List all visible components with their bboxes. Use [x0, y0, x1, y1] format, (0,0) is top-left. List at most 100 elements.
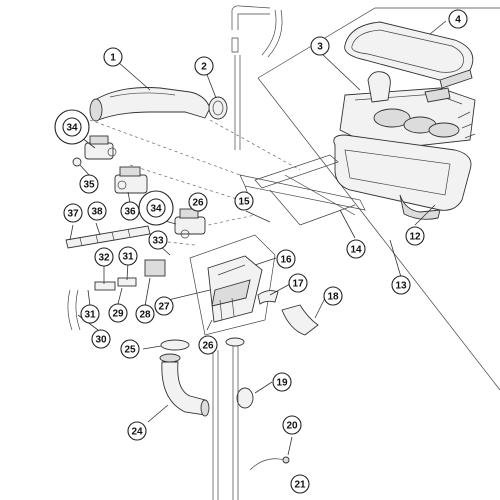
callout-bubble	[87, 201, 107, 221]
callout-number: 18	[327, 292, 339, 303]
callout-2: 2	[194, 56, 214, 76]
callout-number: 33	[152, 236, 164, 247]
callout-number: 25	[124, 345, 136, 356]
valve-part-36	[114, 166, 148, 194]
callout-36: 36	[120, 201, 140, 221]
callout-bubble	[323, 286, 343, 306]
callout-number: 14	[350, 245, 362, 256]
callout-16: 16	[276, 249, 296, 269]
callout-number: 15	[238, 197, 250, 208]
callout-19: 19	[272, 372, 292, 392]
callout-number: 37	[67, 209, 79, 220]
elbow-hose-part-24	[159, 353, 210, 417]
callout-37: 37	[63, 203, 83, 223]
callout-number: 26	[192, 198, 204, 209]
callout-bubble	[91, 329, 111, 349]
callout-bubble	[310, 36, 330, 56]
pipe-part-37-38	[65, 225, 151, 249]
callout-bubble	[276, 249, 296, 269]
callout-30: 30	[91, 329, 111, 349]
leader-lines	[69, 20, 447, 456]
callout-bubble	[198, 335, 218, 355]
callout-18: 18	[323, 286, 343, 306]
callout-24: 24	[127, 421, 147, 441]
callout-number: 1	[110, 53, 116, 64]
vent-pipe	[231, 5, 283, 150]
callout-34: 34	[54, 109, 90, 145]
callout-number: 29	[112, 309, 124, 320]
callout-bubble	[194, 56, 214, 76]
callout-bubble	[290, 474, 310, 494]
callout-bubble	[79, 174, 99, 194]
tray-part	[333, 134, 472, 220]
callout-14: 14	[346, 239, 366, 259]
callout-34: 34	[138, 190, 174, 226]
callout-bubble	[103, 47, 123, 67]
callout-number: 24	[131, 427, 143, 438]
callout-bubble	[234, 191, 254, 211]
callout-bubble	[148, 230, 168, 250]
wire-part-21	[249, 456, 290, 471]
callout-bubble	[146, 198, 166, 218]
callout-number: 21	[294, 480, 306, 491]
callout-number: 16	[280, 255, 292, 266]
callout-number: 38	[91, 207, 103, 218]
callout-26: 26	[188, 192, 208, 212]
hose-part-18	[281, 304, 319, 336]
callout-bubble	[118, 246, 138, 266]
callout-group: 1234121314151617181920212425262627282930…	[54, 9, 468, 494]
callout-number: 12	[409, 232, 421, 243]
callout-number: 36	[124, 207, 136, 218]
callout-32: 32	[94, 247, 114, 267]
callout-bubble	[108, 303, 128, 323]
callout-number: 4	[455, 15, 461, 26]
callout-bubble	[188, 192, 208, 212]
callout-38: 38	[87, 201, 107, 221]
callout-number: 13	[395, 281, 407, 292]
clamp-part-19	[236, 387, 254, 409]
callout-bubble	[94, 247, 114, 267]
callout-4: 4	[448, 9, 468, 29]
callout-number: 31	[84, 310, 96, 321]
housing-part	[339, 71, 476, 151]
callout-number: 32	[98, 253, 110, 264]
callout-17: 17	[288, 273, 308, 293]
callout-bubble	[272, 372, 292, 392]
callout-33: 33	[148, 230, 168, 250]
callout-number: 28	[139, 310, 151, 321]
callout-29: 29	[108, 303, 128, 323]
callout-bubble	[120, 201, 140, 221]
drain-pipes	[212, 337, 245, 500]
callout-bubble	[120, 339, 140, 359]
callout-bubble	[62, 117, 82, 137]
module-outline	[189, 234, 276, 336]
hose-part	[89, 87, 211, 122]
callout-bubble	[405, 226, 425, 246]
callout-number: 27	[158, 302, 170, 313]
clamp-part	[208, 96, 228, 120]
callout-bubble	[346, 239, 366, 259]
callout-bubble	[127, 421, 147, 441]
callout-28: 28	[135, 304, 155, 324]
callout-bubble	[391, 275, 411, 295]
callout-bubble	[63, 203, 83, 223]
valve-part-upper	[84, 135, 117, 160]
callout-bubble	[448, 9, 468, 29]
callout-15: 15	[234, 191, 254, 211]
callout-13: 13	[391, 275, 411, 295]
callout-number: 3	[317, 42, 323, 53]
callout-21: 21	[290, 474, 310, 494]
callout-12: 12	[405, 226, 425, 246]
valve-part-lower	[174, 208, 206, 239]
callout-number: 34	[66, 123, 78, 134]
callout-number: 34	[150, 204, 162, 215]
callout-31: 31	[80, 304, 100, 324]
callout-number: 19	[276, 378, 288, 389]
fitting-parts-30-32	[67, 259, 166, 331]
callout-26: 26	[198, 335, 218, 355]
callout-number: 2	[201, 62, 207, 73]
control-module-part	[207, 255, 263, 323]
callout-31: 31	[118, 246, 138, 266]
callout-number: 35	[83, 180, 95, 191]
